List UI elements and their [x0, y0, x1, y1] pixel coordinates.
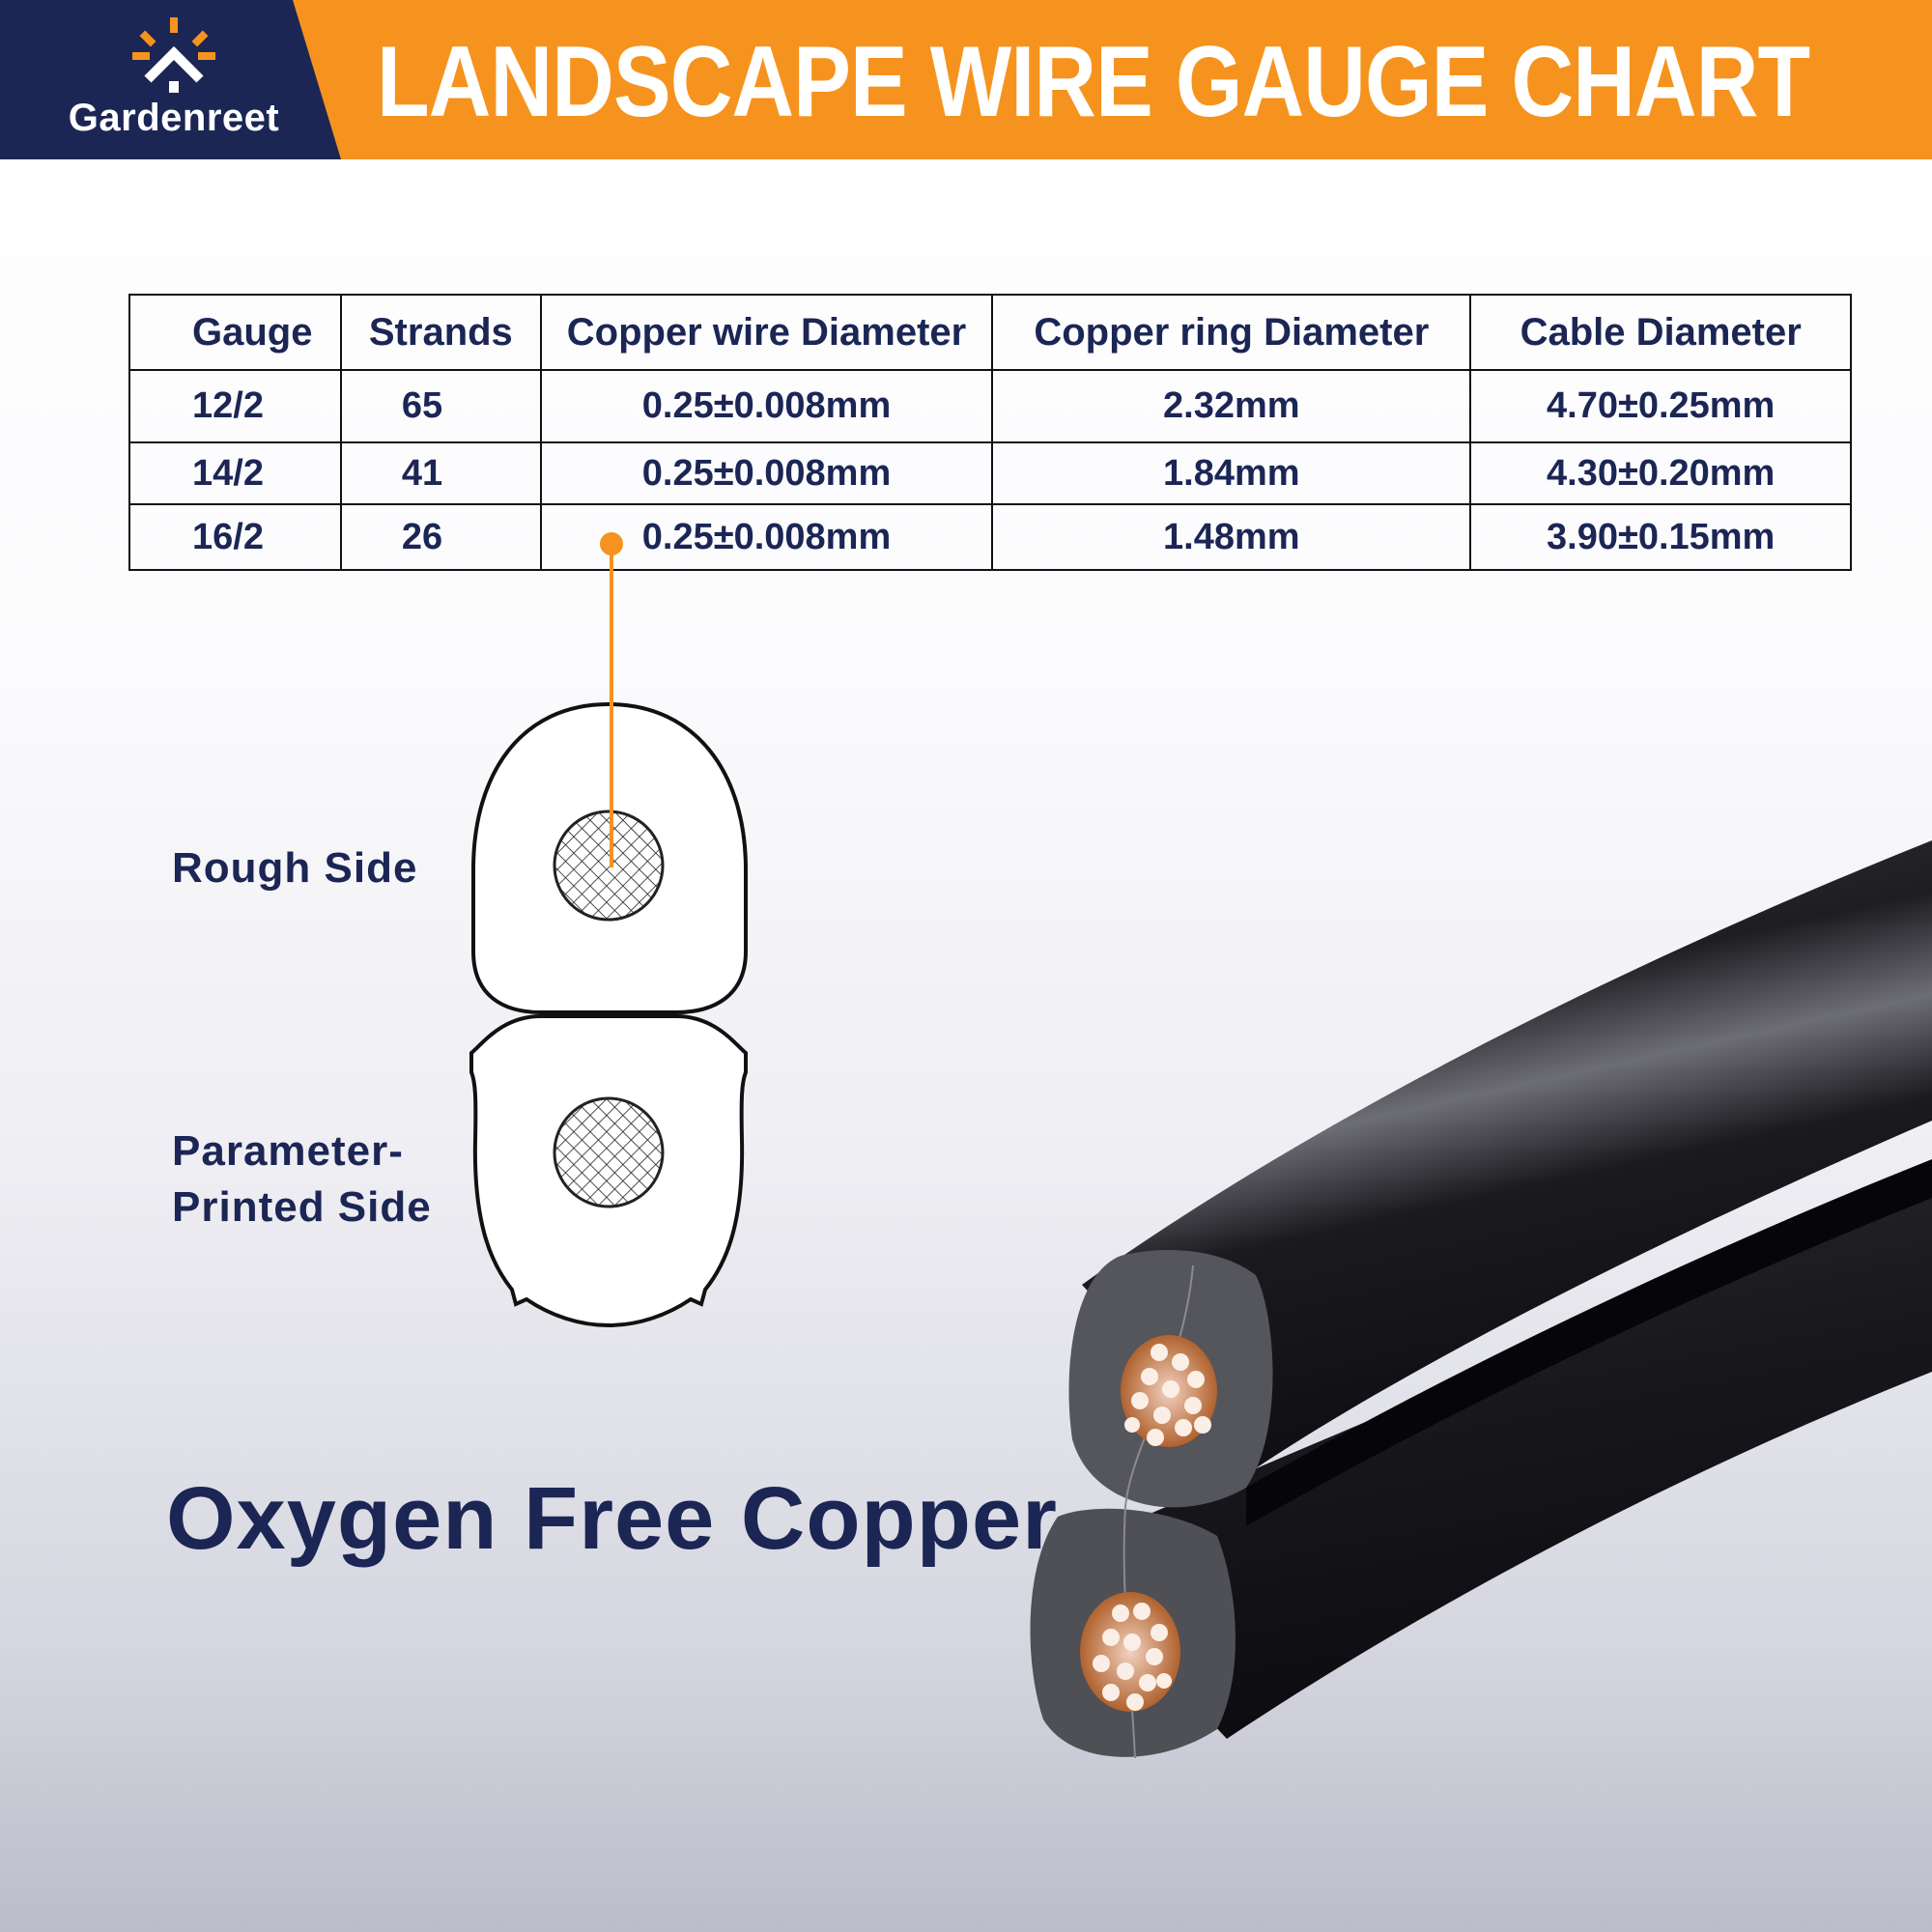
brand-name: Gardenreet	[68, 97, 280, 139]
copper-wire-cell: 0.25±0.008mm	[539, 441, 994, 505]
gauge-cell: 12/2	[128, 369, 342, 443]
copper-ring-cell: 1.84mm	[991, 441, 1472, 505]
column-header: Copper wire Diameter	[539, 294, 994, 371]
copper-wire-cell: 0.25±0.008mm	[539, 369, 994, 443]
printed-side-label-line1: Parameter-	[172, 1127, 404, 1175]
strands-cell: 41	[339, 441, 542, 505]
copper-wire-cell: 0.25±0.008mm	[539, 503, 994, 571]
gauge-cell: 14/2	[128, 441, 342, 505]
column-header: Gauge	[128, 294, 342, 371]
cable-cell: 4.30±0.20mm	[1469, 441, 1852, 505]
cable-cross-section-diagram	[469, 701, 748, 1328]
oxygen-free-copper-tagline: Oxygen Free Copper	[166, 1469, 1058, 1568]
lower-conductor-icon	[553, 1096, 665, 1208]
copper-ring-cell: 1.48mm	[991, 503, 1472, 571]
callout-pointer	[600, 532, 623, 867]
column-header: Copper ring Diameter	[991, 294, 1472, 371]
sun-house-logo-icon	[132, 17, 215, 93]
cable-photo	[1030, 840, 1932, 1759]
column-header: Cable Diameter	[1469, 294, 1852, 371]
copper-ring-cell: 2.32mm	[991, 369, 1472, 443]
strands-cell: 26	[339, 503, 542, 571]
table-row: 14/2 41 0.25±0.008mm 1.84mm 4.30±0.20mm	[128, 441, 1852, 505]
page-title: LANDSCAPE WIRE GAUGE CHART	[377, 26, 1810, 138]
header-banner: Gardenreet LANDSCAPE WIRE GAUGE CHART	[0, 0, 1932, 159]
table-row: 12/2 65 0.25±0.008mm 2.32mm 4.70±0.25mm	[128, 369, 1852, 443]
strands-cell: 65	[339, 369, 542, 443]
table-header-row: Gauge Strands Copper wire Diameter Coppe…	[128, 294, 1852, 371]
cable-cell: 4.70±0.25mm	[1469, 369, 1852, 443]
rough-side-label: Rough Side	[172, 844, 418, 892]
printed-side-label-line2: Printed Side	[172, 1183, 432, 1231]
table-row: 16/2 26 0.25±0.008mm 1.48mm 3.90±0.15mm	[128, 503, 1852, 571]
gauge-table: Gauge Strands Copper wire Diameter Coppe…	[128, 294, 1852, 571]
upper-conductor-icon	[553, 810, 665, 922]
cable-cell: 3.90±0.15mm	[1469, 503, 1852, 571]
gauge-cell: 16/2	[128, 503, 342, 571]
column-header: Strands	[339, 294, 542, 371]
